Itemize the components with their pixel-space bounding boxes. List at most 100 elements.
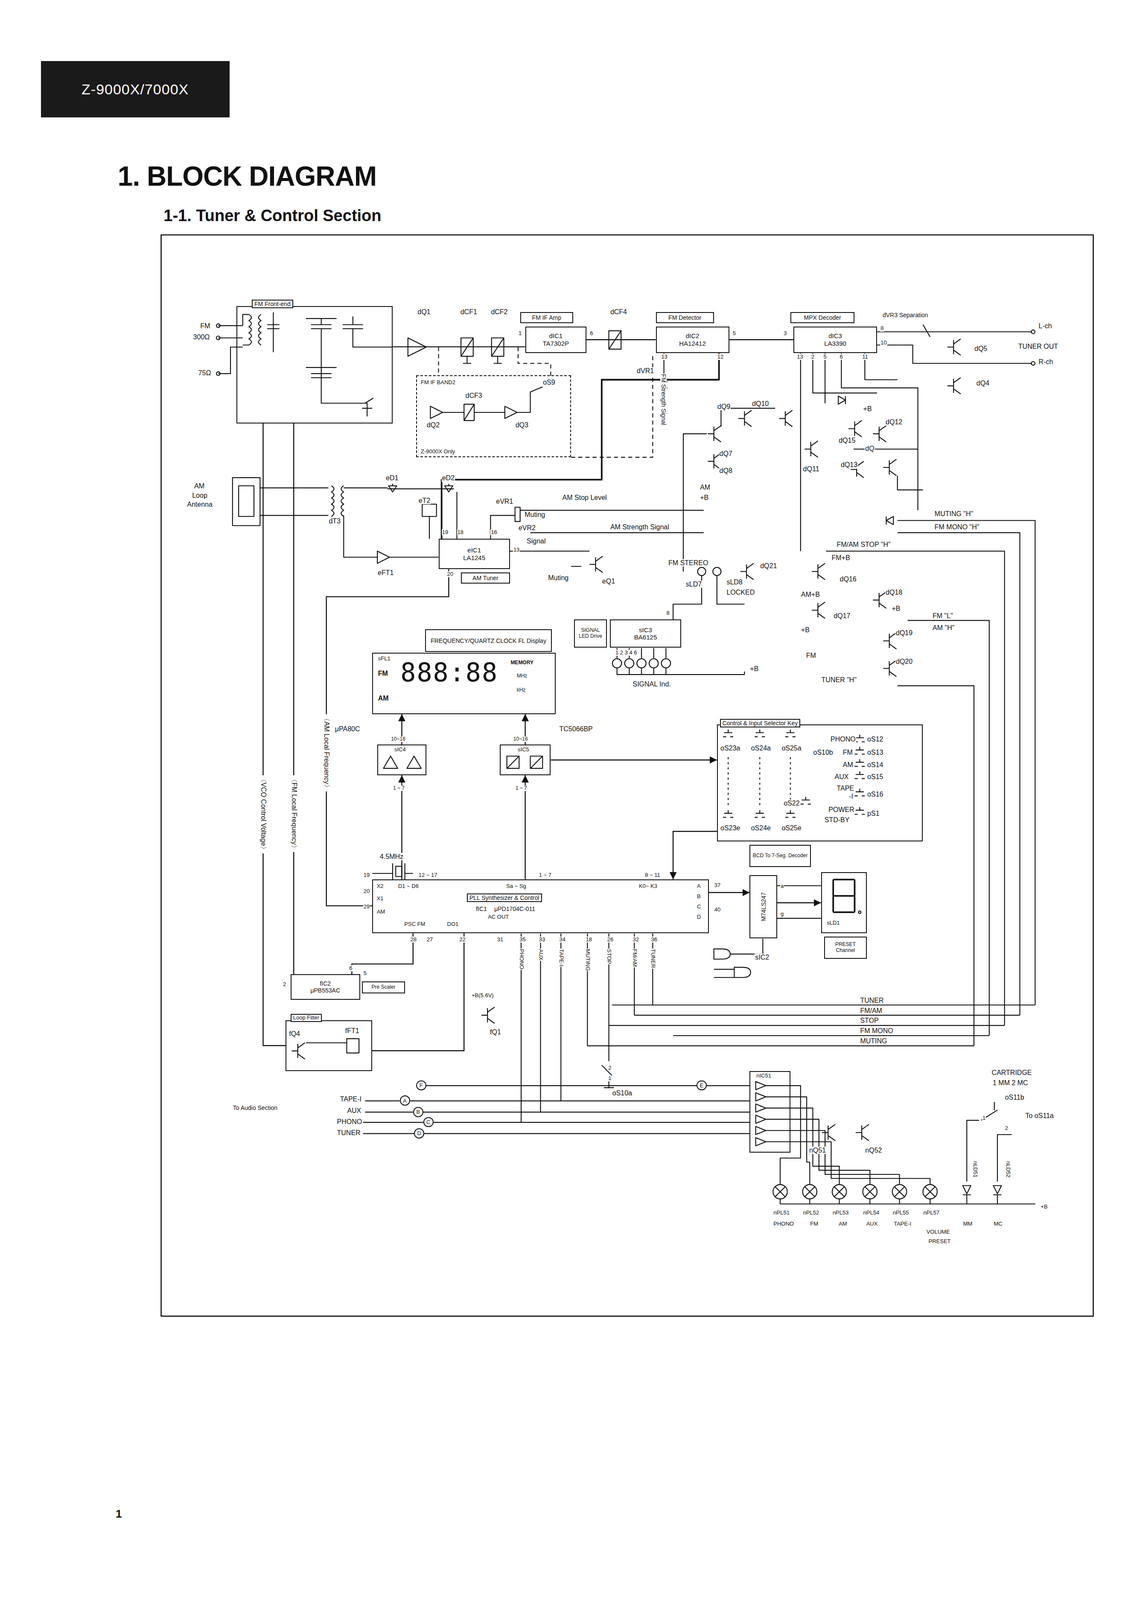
node-text: dIC1	[548, 332, 563, 340]
part-label: oS22	[783, 799, 800, 808]
wire-line	[515, 507, 521, 522]
node-text: MHz	[515, 673, 529, 680]
wire-line	[811, 601, 825, 618]
wire-line	[966, 1101, 1012, 1181]
pin-label: 5	[363, 970, 368, 977]
signal-connector	[392, 346, 526, 347]
part-label: eFT1	[377, 568, 394, 577]
node-text: LA3390	[824, 339, 847, 347]
pin-label: 1 2 3 4 6	[615, 649, 638, 656]
page-number: 1	[115, 1507, 123, 1520]
signal-connector	[586, 339, 656, 341]
part-label: TUNER "H"	[821, 676, 857, 684]
pin-label: 1	[518, 330, 522, 337]
part-label: TUNER	[859, 996, 884, 1005]
wire-line	[780, 1198, 1035, 1204]
part-label: dCF1	[460, 308, 478, 316]
part-label: dQ7	[719, 449, 733, 458]
pin-label: B	[696, 893, 702, 900]
pin-label: VOLUME	[926, 1228, 951, 1235]
pin-label: 2	[282, 981, 287, 988]
part-label: AM Stop Level	[562, 493, 608, 502]
part-label: oS23e	[719, 824, 741, 832]
pin-label: PHONO	[772, 1220, 795, 1227]
node-text: Z-9000X/7000X	[81, 81, 189, 98]
ic-block: sIC3BA6125	[609, 619, 682, 648]
part-label: dQ2	[426, 421, 441, 429]
pin-label: D1 ~ D6	[397, 883, 420, 890]
wire-line	[430, 386, 543, 419]
part-label: TUNER OUT	[1017, 342, 1059, 351]
pin-label: STOP	[606, 948, 613, 965]
pin-label: 33	[538, 936, 546, 943]
node-text: AM	[377, 694, 390, 703]
pin-label: 1	[607, 1075, 612, 1082]
wire-line	[707, 425, 721, 442]
wire-line	[649, 658, 659, 668]
node-text: BA6125	[634, 633, 657, 641]
wire-line	[377, 550, 390, 564]
wire-line	[712, 567, 721, 576]
part-label: eD2	[441, 474, 455, 482]
node-text: FM IF Amp	[532, 314, 562, 321]
wire-line	[387, 483, 454, 492]
part-label: fFT1	[344, 1026, 360, 1035]
wire-line	[363, 1085, 750, 1134]
wire-line	[755, 1081, 767, 1146]
wire-line	[962, 1185, 1002, 1204]
pin-label: TUNER	[650, 948, 656, 969]
ic-block: M74LS247	[749, 874, 778, 939]
pin-label: FM/AM	[631, 948, 638, 968]
wire-line	[216, 335, 221, 340]
wire-line	[883, 660, 897, 677]
block-tag: FREQUENCY/QUARTZ CLOCK FL Display	[425, 629, 552, 652]
pin-label: 20	[363, 888, 371, 895]
part-label: LOCKED	[725, 588, 755, 597]
part-label: FM MONO	[859, 1026, 894, 1035]
pin-label: TAPE-I	[558, 948, 565, 967]
part-label: oS16	[866, 790, 884, 799]
pin-label: 1 ~ 7	[392, 785, 406, 791]
node-text: kHz	[515, 687, 527, 694]
part-label: dQ	[864, 444, 875, 453]
node-text: C	[426, 1119, 431, 1125]
circuit-block: sIC5	[499, 744, 551, 776]
wire-line	[766, 1085, 931, 1185]
part-label: FM/AM STOP "H"	[836, 540, 891, 549]
signal-connector	[708, 891, 750, 893]
wire-line	[800, 796, 811, 805]
part-label: To oS11a	[1025, 1111, 1055, 1120]
node-text: FM Front-end	[251, 299, 294, 309]
part-label: Muting	[547, 574, 569, 582]
pin-label: a	[780, 883, 785, 890]
pin-label: 2	[810, 353, 815, 360]
pin-label: 27	[426, 936, 434, 943]
node-text: MEMORY	[509, 659, 535, 666]
node-text: 888:88	[399, 657, 499, 688]
pin-label: 20	[446, 571, 454, 578]
part-label: nQ52	[864, 1146, 883, 1155]
pin-label: 8 ~ 11	[644, 871, 661, 878]
wire-line	[601, 1025, 615, 1088]
signal-connector	[293, 423, 295, 974]
ic-block: dIC1TA7302P	[525, 326, 587, 353]
part-label: eVR2	[518, 524, 537, 532]
pin-label: C	[696, 903, 702, 910]
part-label: PHONO	[830, 735, 857, 744]
part-label: nQ51	[808, 1146, 827, 1155]
pin-label: 35	[518, 936, 526, 943]
part-label: Antenna	[186, 500, 213, 509]
block-tag: BCD To 7-Seg. Decoder	[749, 844, 811, 868]
part-label: oS10b	[813, 748, 834, 757]
part-label: fQ1	[489, 1028, 502, 1036]
part-label: AM	[699, 483, 711, 492]
part-label: TUNER	[336, 1128, 362, 1137]
pin-label: 36	[650, 936, 658, 943]
part-label: Muting	[524, 510, 546, 519]
pin-label: nPL53	[832, 1209, 850, 1216]
part-label: +B	[749, 664, 759, 673]
wire-line	[738, 410, 752, 427]
part-label: dQ15	[838, 436, 856, 445]
wire-line	[883, 632, 897, 649]
block-tag: FM Detector	[655, 311, 715, 324]
